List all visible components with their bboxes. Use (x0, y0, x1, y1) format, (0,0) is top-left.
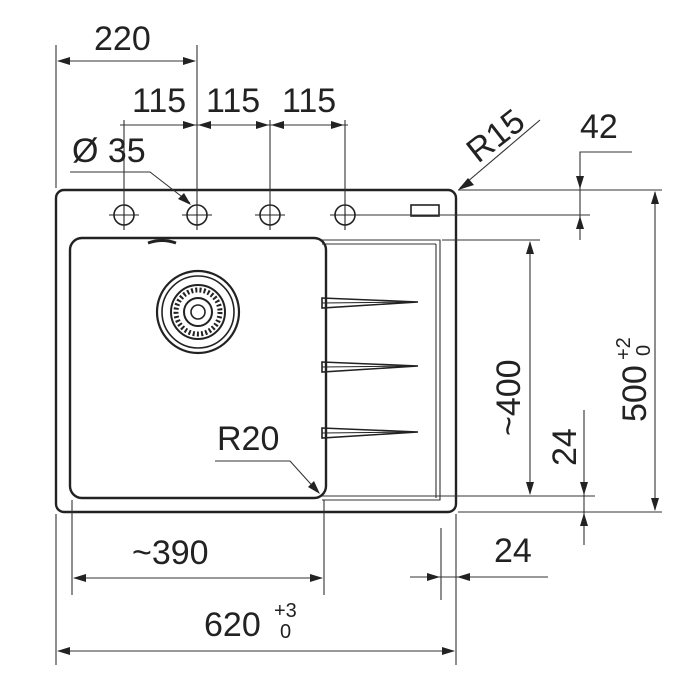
dim-500-tol-lower: 0 (633, 345, 655, 356)
dim-42: 42 (580, 108, 618, 146)
dim-620-tol-lower: 0 (280, 621, 291, 643)
dim-115-b: 115 (206, 82, 260, 120)
dim-500-tol-upper: +2 (613, 337, 635, 360)
dim-115-a: 115 (132, 82, 186, 120)
dimension-labels: 220 115 115 115 Ø 35 R15 42 ~400 24 500 … (72, 20, 655, 644)
overflow-slot (410, 204, 440, 217)
dim-620: 620 (204, 606, 261, 644)
dim-220: 220 (94, 20, 151, 58)
dim-24-vertical: 24 (546, 428, 584, 466)
drainboard-groove-2 (321, 361, 419, 373)
dim-500-group: 500 +2 0 (613, 337, 655, 422)
dim-r15: R15 (460, 102, 533, 170)
dimension-lines (55, 45, 662, 665)
dim-620-tol-upper: +3 (274, 600, 297, 622)
dim-620-group: 620 +3 0 (204, 600, 297, 644)
drain-strainer (155, 269, 241, 355)
dim-115-c: 115 (282, 82, 336, 120)
bowl (68, 236, 328, 500)
tap-holes (108, 199, 361, 231)
sink-outline (54, 188, 458, 514)
drainboard-groove-3 (321, 427, 419, 439)
drainboard-groove-1 (321, 297, 419, 309)
dim-390: ~390 (132, 534, 209, 572)
dim-24-horizontal: 24 (494, 532, 532, 570)
dim-500: 500 (616, 365, 654, 422)
dim-400: ~400 (490, 359, 528, 436)
drainboard (321, 239, 441, 501)
dim-r20: R20 (217, 420, 279, 458)
dim-diameter-35: Ø 35 (72, 132, 146, 170)
